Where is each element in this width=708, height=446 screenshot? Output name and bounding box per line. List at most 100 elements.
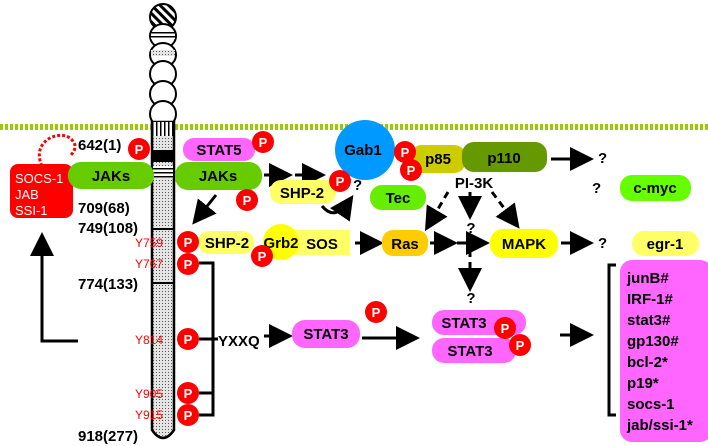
stat3-label: STAT3 — [303, 326, 348, 343]
gene-item: socs-1 — [627, 396, 675, 413]
phospho-label: P — [184, 257, 193, 272]
phospho-label: P — [243, 193, 252, 208]
jaks-left — [68, 162, 154, 189]
tec — [370, 185, 426, 210]
position-749: 749(108) — [78, 220, 138, 237]
gab1-label: Gab1 — [344, 142, 382, 159]
gab1 — [335, 120, 395, 180]
gene-item: bcl-2* — [627, 354, 668, 371]
phospho-label: P — [401, 145, 410, 160]
grb2-label: Grb2 — [263, 235, 298, 252]
target-genes-bracket — [607, 263, 616, 417]
pi3k-to-mapk-arrow — [490, 191, 520, 229]
sos — [290, 230, 350, 255]
phospho-label: P — [372, 305, 381, 320]
p110-label: p110 — [487, 150, 520, 167]
phospho-icon — [365, 301, 387, 323]
tyrosine-y814: Y814 — [135, 333, 163, 347]
tyrosine-y767: Y767 — [135, 257, 163, 271]
yxxq-motif: YXXQ — [218, 333, 260, 350]
shp2-top — [270, 180, 336, 204]
phospho-icon — [252, 131, 274, 153]
question-mark: ? — [598, 150, 607, 167]
target-genes-box — [620, 260, 708, 442]
phospho-label: P — [336, 174, 345, 189]
c-myc — [620, 175, 691, 201]
extracellular-domains — [149, 3, 177, 128]
question-mark: ? — [353, 177, 362, 194]
jak-to-shp2-arrow — [192, 194, 218, 225]
phospho-label: P — [184, 408, 193, 423]
phospho-label: P — [184, 235, 193, 250]
phospho-label: P — [516, 338, 525, 353]
shp2-label: SHP-2 — [205, 235, 249, 252]
phospho-icon — [177, 328, 199, 350]
c-myc-label: c-myc — [633, 180, 676, 197]
feedback-arrow — [30, 232, 78, 343]
stat3-dimer-bottom — [432, 338, 516, 363]
gene-item: stat3# — [627, 312, 671, 329]
phospho-label: P — [135, 142, 144, 157]
phospho-label: P — [184, 386, 193, 401]
phospho-icon — [177, 231, 199, 253]
phospho-label: P — [184, 332, 193, 347]
jaks-right-label: JAKs — [199, 168, 237, 185]
pi3k-to-ras-arrow — [424, 191, 450, 232]
gene-item: gp130# — [627, 333, 679, 350]
tyrosine-y905: Y905 — [135, 387, 163, 401]
p85-label: p85 — [425, 151, 451, 168]
question-mark: ? — [598, 235, 607, 252]
question-mark: ? — [466, 290, 475, 307]
jaks-left-label: JAKs — [92, 168, 130, 185]
stat5-label: STAT5 — [196, 142, 241, 159]
phospho-icon — [177, 404, 199, 426]
tyrosine-y915: Y915 — [135, 408, 163, 422]
ras — [382, 230, 428, 256]
jab-label: JAB — [15, 187, 39, 202]
stat3 — [292, 320, 360, 348]
sos-label: SOS — [306, 236, 338, 253]
grb2 — [263, 224, 299, 260]
tyrosine-y759: Y759 — [135, 236, 163, 250]
question-mark: ? — [592, 180, 601, 197]
socs-box — [10, 164, 73, 218]
curved-arrow — [320, 195, 354, 222]
stat3-docking-bracket — [199, 261, 218, 417]
phospho-label: P — [501, 321, 510, 336]
egr-1-label: egr-1 — [647, 236, 684, 253]
gp130-receptor-cytoplasmic-tail — [150, 120, 176, 440]
gene-item: p19* — [627, 375, 659, 392]
gene-item: jab/ssi-1* — [626, 417, 693, 434]
socs-inhibition-loop — [38, 133, 77, 167]
p110 — [462, 142, 547, 172]
egr-1 — [632, 231, 699, 256]
ras-label: Ras — [391, 236, 419, 253]
stat3-dimer-top-label: STAT3 — [441, 315, 486, 332]
phospho-icon — [400, 159, 422, 181]
phospho-icon — [494, 317, 516, 339]
question-mark: ? — [466, 220, 475, 237]
gene-item: junB# — [626, 270, 669, 287]
target-genes-list: junB# IRF-1# stat3# gp130# bcl-2* p19* s… — [626, 270, 693, 434]
mapk-label: MAPK — [502, 236, 546, 253]
phospho-icon — [394, 141, 416, 163]
stat3-dimer-bottom-label: STAT3 — [447, 343, 492, 360]
position-642: 642(1) — [78, 137, 121, 154]
position-918: 918(277) — [78, 428, 138, 445]
phospho-icon — [177, 382, 199, 404]
phospho-icon — [128, 138, 150, 160]
stat5 — [183, 138, 255, 161]
p85 — [410, 145, 466, 173]
phospho-label: P — [407, 163, 416, 178]
jaks-right — [175, 162, 262, 190]
shp2 — [198, 231, 254, 254]
socs1-label: SOCS-1 — [15, 171, 63, 186]
position-709: 709(68) — [78, 200, 130, 217]
phospho-icon — [509, 334, 531, 356]
mapk — [490, 229, 558, 258]
phospho-label: P — [259, 135, 268, 150]
phospho-label: P — [258, 249, 267, 264]
